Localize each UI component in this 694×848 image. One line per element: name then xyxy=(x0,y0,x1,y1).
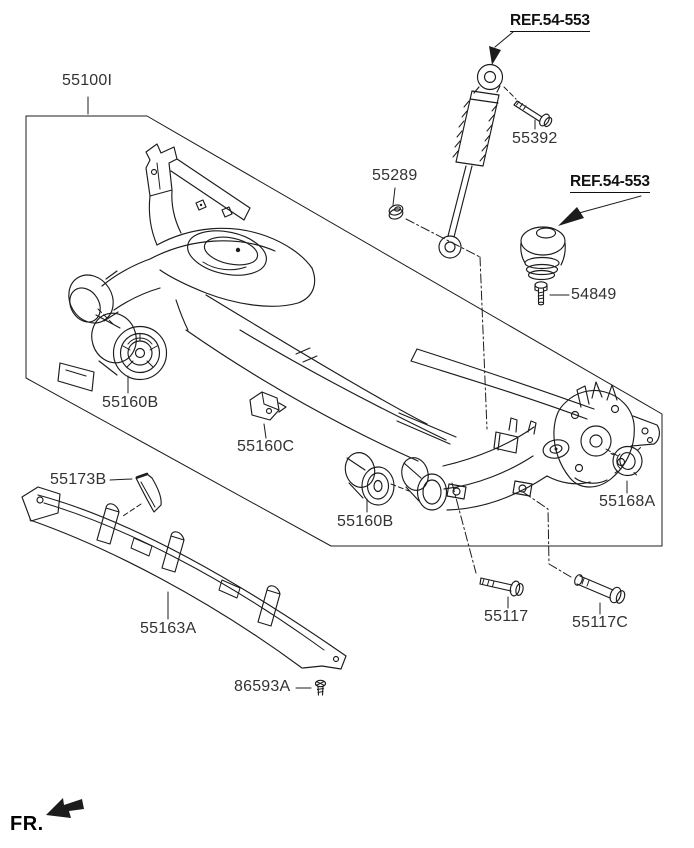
label-clip-bracket: 55173B xyxy=(50,471,107,488)
beam-end-tube-drawing xyxy=(401,457,448,511)
shock-upper-bolt-drawing xyxy=(513,100,553,128)
stopper-drawing xyxy=(610,445,643,477)
label-shock-bolt: 55392 xyxy=(512,130,558,147)
label-cover-panel: 55163A xyxy=(140,620,197,637)
bump-stopper-drawing xyxy=(520,226,566,281)
label-shock-nut: 55289 xyxy=(372,167,418,184)
clip-bracket-drawing xyxy=(135,472,162,513)
beam-clip-drawing xyxy=(249,391,287,421)
label-ref-bumper: REF.54-553 xyxy=(570,173,650,193)
cover-screw-drawing xyxy=(314,679,327,696)
bushing-left-drawing xyxy=(91,312,168,381)
shock-absorber-drawing xyxy=(438,63,504,259)
bushing-center-drawing xyxy=(344,452,395,506)
shock-nut-drawing xyxy=(388,204,404,220)
label-front-direction: FR. xyxy=(10,813,44,835)
cover-panel-drawing xyxy=(21,486,347,670)
label-cover-screw: 86593A xyxy=(234,678,291,695)
ref-arrowhead-icon xyxy=(489,46,584,226)
label-arm-bolt: 55117 xyxy=(484,608,529,625)
label-stopper: 55168A xyxy=(599,493,656,510)
arm-bolt-drawing xyxy=(479,577,524,597)
torsion-beam-drawing xyxy=(185,294,595,500)
label-bushing-center: 55160B xyxy=(337,513,394,530)
label-arm-bolt-c: 55117C xyxy=(572,614,629,631)
label-assembly: 55100I xyxy=(62,72,113,89)
label-bumper-bolt: 54849 xyxy=(571,286,617,303)
arm-bolt-c-drawing xyxy=(574,574,626,604)
label-ref-shock: REF.54-553 xyxy=(510,12,590,32)
assembly-boundary-box xyxy=(25,115,663,547)
bumper-bolt-drawing xyxy=(534,281,548,306)
left-trailing-arm-drawing xyxy=(57,143,316,392)
right-trailing-arm-drawing xyxy=(442,381,660,511)
leader-lines xyxy=(87,31,642,689)
label-beam-clip: 55160C xyxy=(237,438,295,455)
label-bushing-left: 55160B xyxy=(102,394,159,411)
fr-direction-arrow-icon xyxy=(46,798,84,818)
centerlines xyxy=(405,218,572,578)
